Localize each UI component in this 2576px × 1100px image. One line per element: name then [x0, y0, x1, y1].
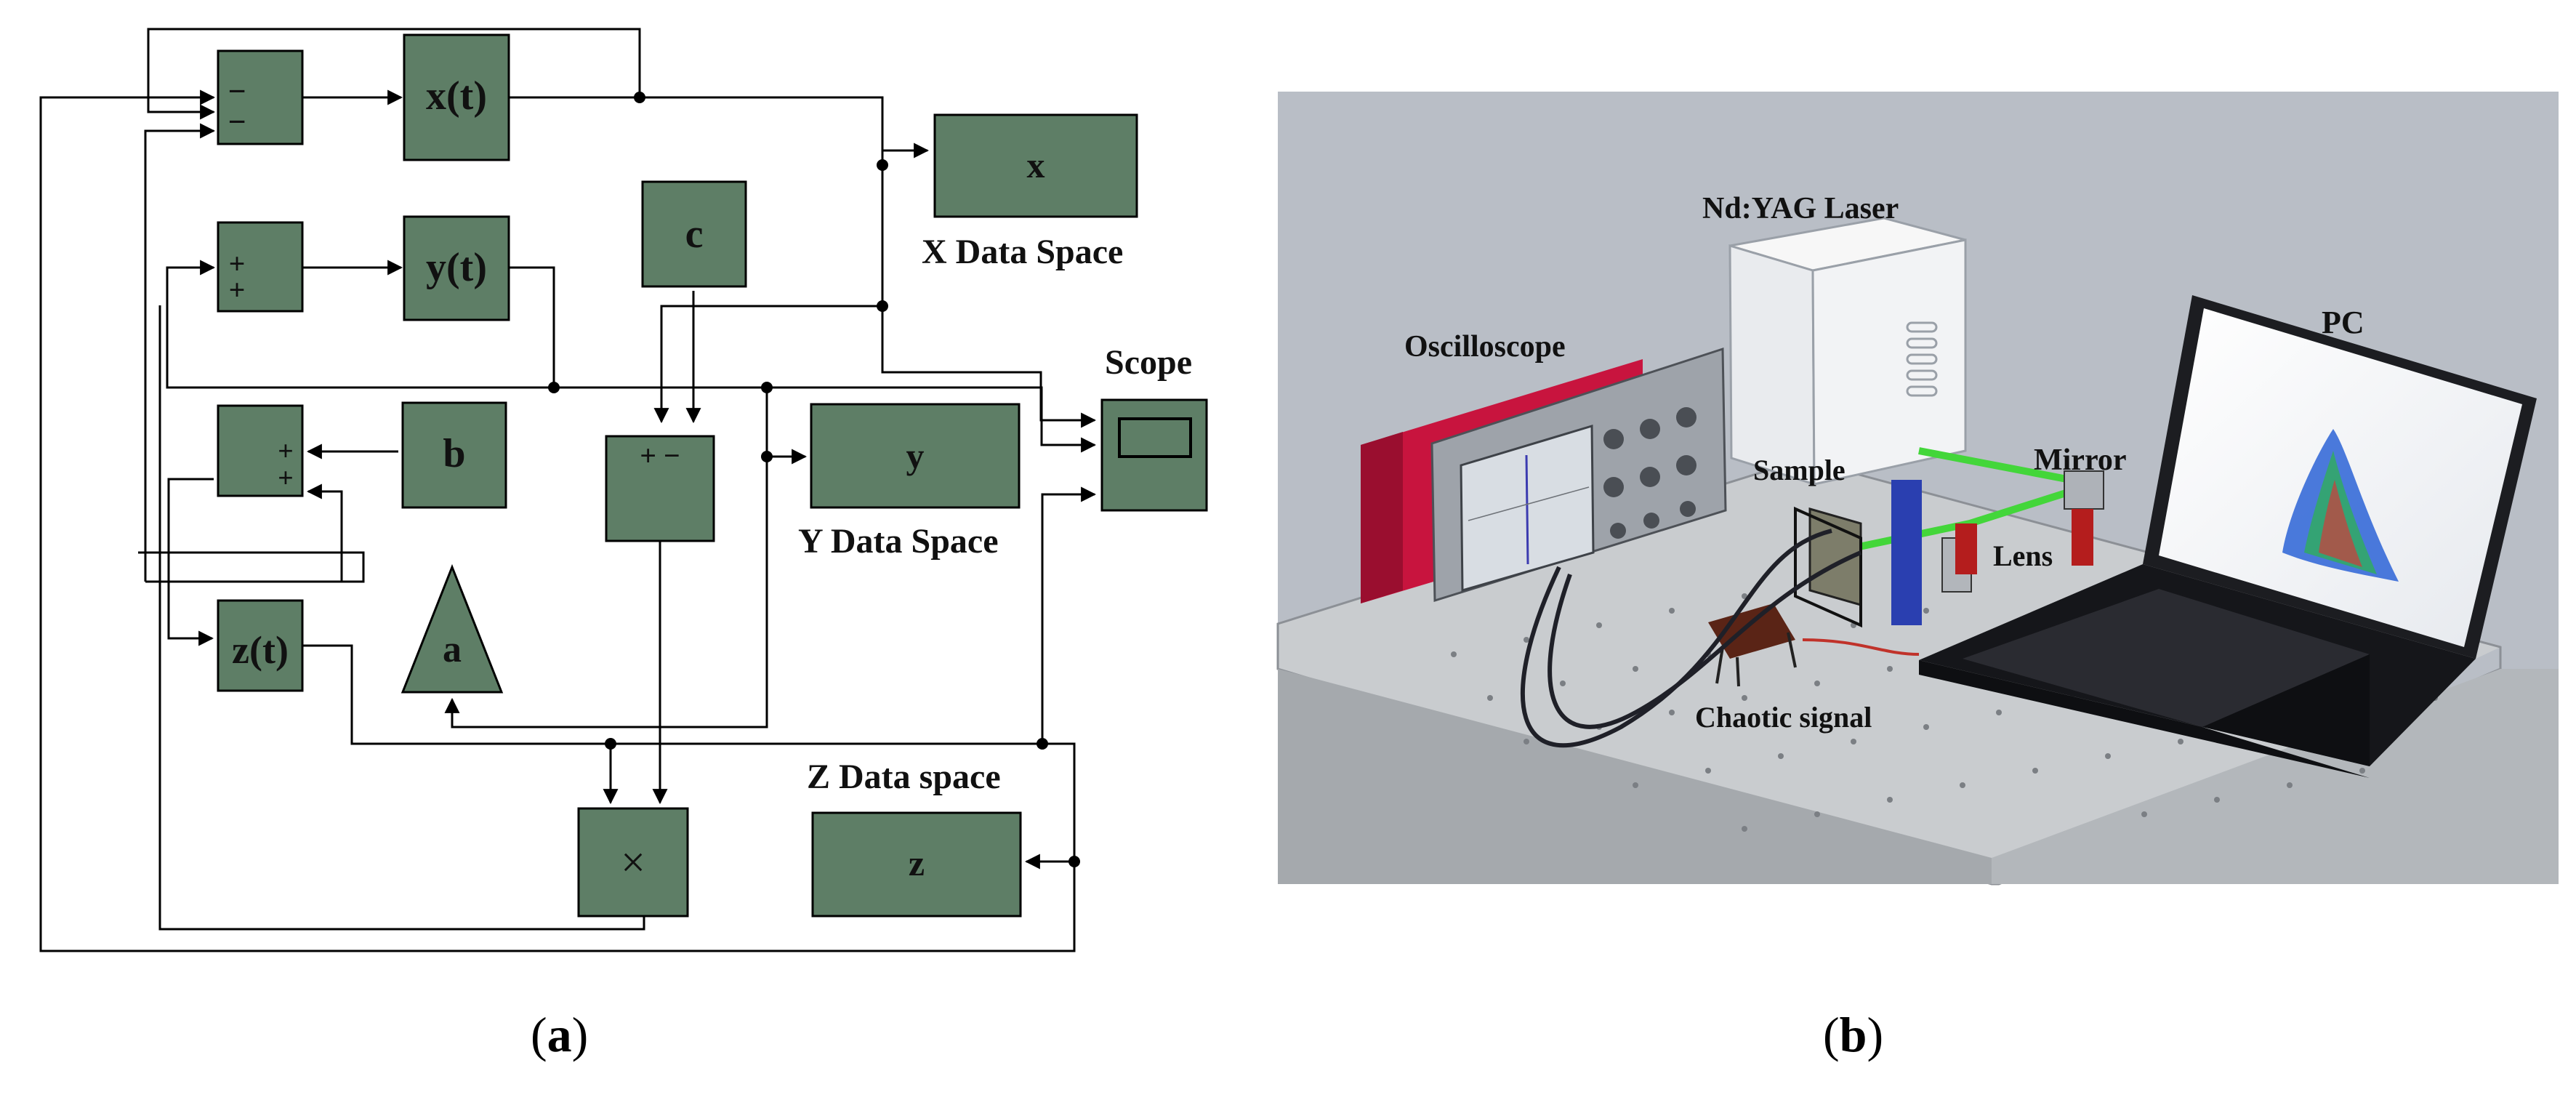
z-data-space-block[interactable]	[811, 811, 1022, 918]
b-constant-block[interactable]	[401, 401, 507, 509]
b-label: b	[443, 431, 465, 476]
junction-dots	[548, 92, 1080, 867]
pm-label: + −	[640, 439, 680, 472]
x-data-space-block[interactable]	[933, 113, 1138, 218]
xt-integrator-block[interactable]	[403, 33, 510, 161]
mirror-label: Mirror	[2034, 443, 2126, 477]
sub-sign-bottom: −	[228, 104, 246, 140]
a-gain-block[interactable]	[401, 563, 504, 694]
caption-b-letter: b	[1839, 1007, 1867, 1062]
plus-minus-block[interactable]	[605, 435, 715, 542]
chaotic-signal-label: Chaotic signal	[1695, 701, 1872, 734]
sum-b-sign-bottom: +	[278, 463, 294, 494]
scope-label: Scope	[1105, 343, 1192, 382]
probe-cables	[1520, 529, 1862, 748]
xt-label: x(t)	[426, 73, 487, 119]
oscilloscope-label: Oscilloscope	[1404, 330, 1566, 364]
mult-label: ×	[621, 838, 645, 886]
c-constant-block[interactable]	[641, 180, 747, 288]
block-diagram-panel: − − x(t) x + + y(t) c + + b + − y z(t) a…	[39, 28, 1208, 952]
zt-integrator-block[interactable]	[217, 599, 304, 692]
sample-label: Sample	[1753, 454, 1846, 486]
chaotic-circuit	[1708, 603, 1797, 687]
pc-label: PC	[2322, 305, 2364, 340]
block-labels: − − x(t) x + + y(t) c + + b + − y z(t) a…	[228, 73, 1045, 886]
oscilloscope-device	[1361, 347, 1727, 603]
laser-label: Nd:YAG Laser	[1702, 192, 1899, 225]
x-data-space-label: X Data Space	[922, 233, 1123, 271]
zt-label: z(t)	[232, 628, 289, 672]
sum-y-block[interactable]	[217, 221, 304, 313]
sum-b-block[interactable]	[217, 404, 304, 497]
x-label: x	[1027, 145, 1045, 185]
data-space-labels: X Data Space Y Data Space Z Data space S…	[798, 233, 1192, 796]
yt-integrator-block[interactable]	[403, 215, 510, 321]
signal-wires	[39, 28, 1097, 952]
laptop-pc	[1919, 295, 2537, 778]
y-data-space-block[interactable]	[810, 403, 1021, 509]
yt-label: y(t)	[426, 245, 487, 290]
mirror-and-lens	[1955, 470, 2104, 574]
multiplier-block[interactable]	[577, 807, 689, 918]
sub-block[interactable]	[217, 49, 304, 145]
block-shapes	[217, 33, 1208, 918]
sum-b-sign-top: +	[278, 436, 294, 467]
setup-illustration-panel: Nd:YAG Laser Oscilloscope PC Sample Mirr…	[1276, 92, 2559, 886]
y-label: y	[906, 435, 925, 476]
lens-label: Lens	[1993, 539, 2053, 572]
y-data-space-label: Y Data Space	[798, 522, 999, 561]
a-label: a	[443, 629, 462, 670]
caption-b: (b)	[1823, 1007, 1884, 1062]
sum-y-sign-top: +	[229, 247, 246, 280]
c-label: c	[685, 212, 704, 257]
z-data-space-label: Z Data space	[807, 758, 1001, 796]
sum-y-sign-bottom: +	[229, 273, 246, 306]
caption-a-letter: a	[547, 1007, 572, 1062]
sub-sign-top: −	[228, 73, 246, 109]
caption-a: (a)	[531, 1007, 589, 1062]
setup-labels: Nd:YAG Laser Oscilloscope PC Sample Mirr…	[1404, 192, 2364, 734]
z-label: z	[909, 843, 925, 883]
scope-screen-icon	[1118, 417, 1192, 458]
laser-device	[1728, 217, 1967, 486]
